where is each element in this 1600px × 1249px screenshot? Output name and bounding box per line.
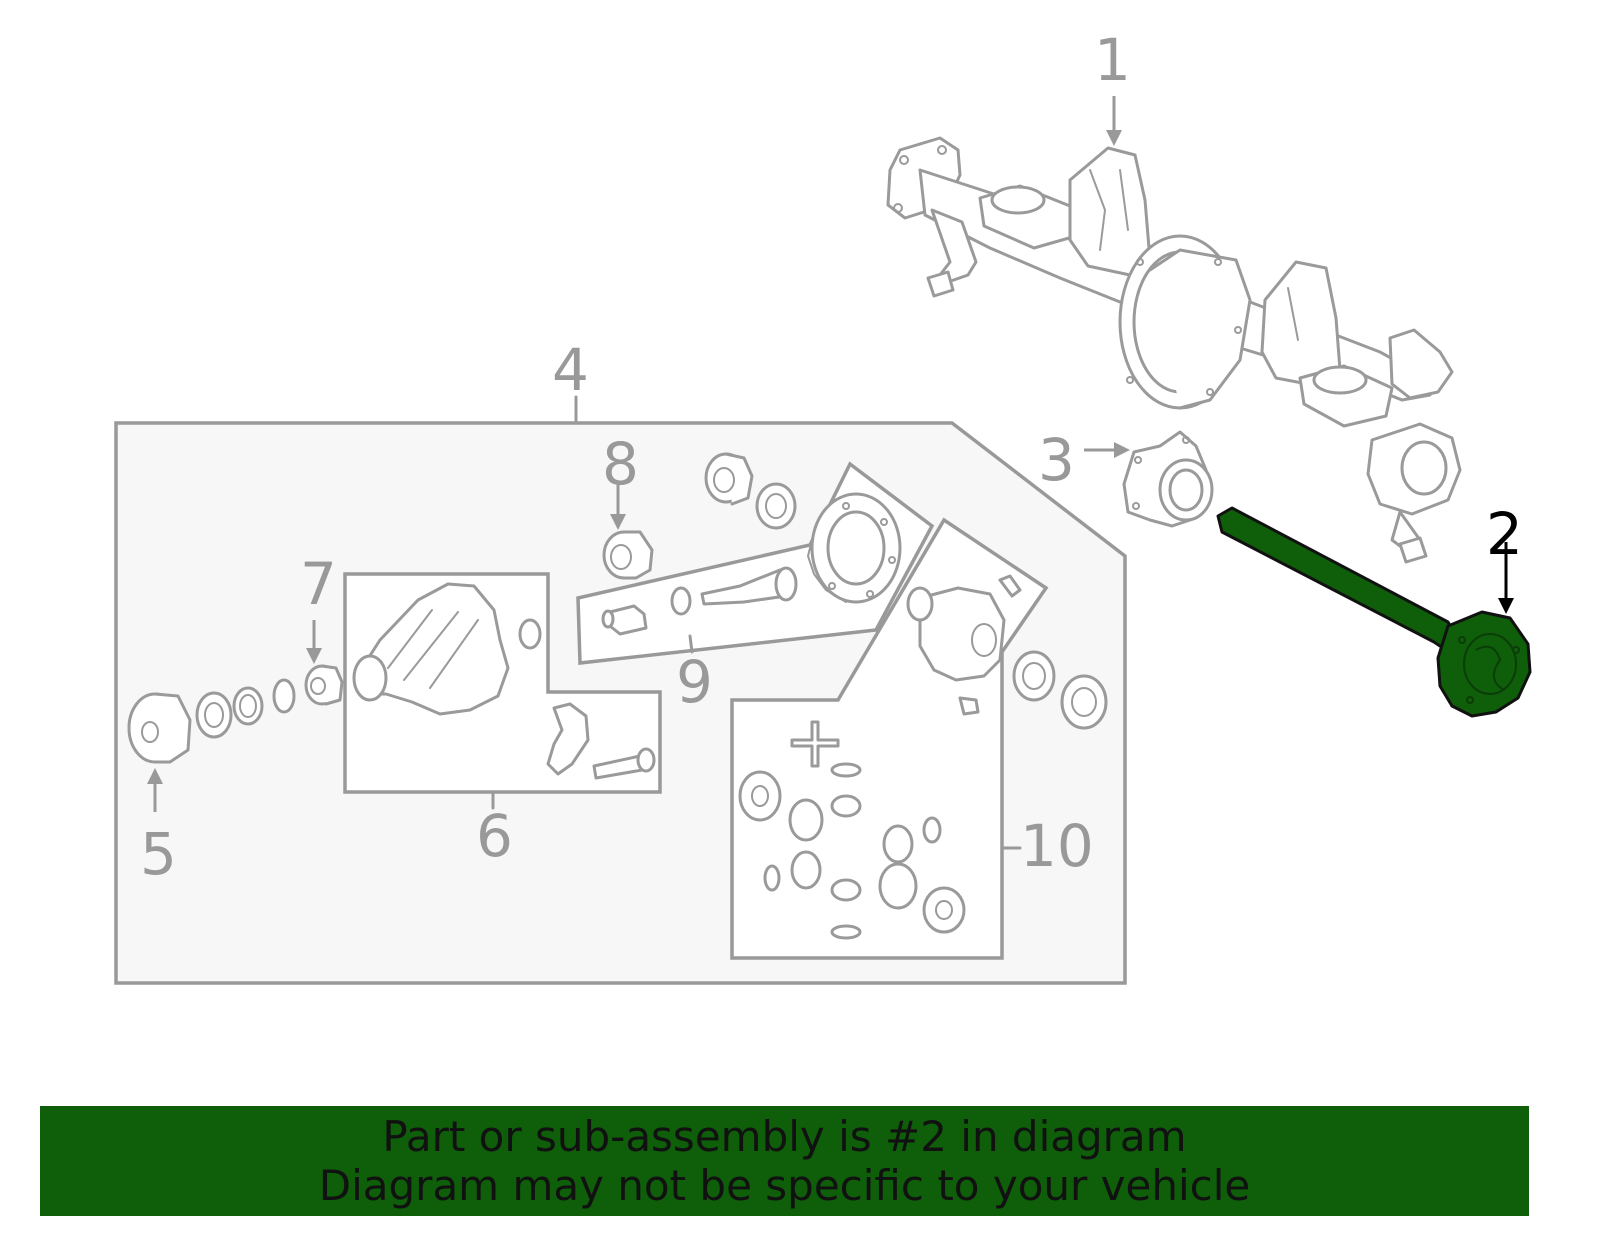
callout-9: 9 bbox=[676, 648, 713, 716]
hub-bearing-part-3[interactable] bbox=[1122, 430, 1214, 528]
pinion-bearing-part-8[interactable] bbox=[602, 530, 654, 580]
banner-part-line: Part or sub-assembly is #2 in diagram bbox=[382, 1112, 1187, 1161]
differential-bearing-group-top[interactable] bbox=[704, 452, 797, 530]
callout-10: 10 bbox=[1020, 812, 1094, 880]
axle-housing-part-1[interactable] bbox=[886, 136, 1462, 564]
ring-pinion-part-9[interactable] bbox=[601, 492, 902, 636]
callout-8: 8 bbox=[602, 430, 639, 498]
callout-7: 7 bbox=[300, 550, 337, 618]
callout-1: 1 bbox=[1094, 26, 1131, 94]
part-info-banner: Part or sub-assembly is #2 in diagram Di… bbox=[40, 1106, 1529, 1216]
differential-case-part-10[interactable] bbox=[738, 574, 1108, 940]
callout-2: 2 bbox=[1486, 500, 1523, 568]
pinion-seal-group[interactable] bbox=[195, 678, 296, 739]
pinion-nut-part-7[interactable] bbox=[304, 664, 344, 706]
companion-flange-part-5[interactable] bbox=[127, 692, 192, 764]
callout-4: 4 bbox=[552, 336, 589, 404]
callout-5: 5 bbox=[140, 820, 177, 888]
callout-6: 6 bbox=[476, 802, 513, 870]
banner-disclaimer-line: Diagram may not be specific to your vehi… bbox=[318, 1161, 1251, 1210]
callout-3: 3 bbox=[1038, 426, 1075, 494]
carrier-housing-part-6[interactable] bbox=[352, 582, 656, 780]
callout-arrows bbox=[147, 96, 1514, 812]
axle-shaft-part-2[interactable] bbox=[1216, 506, 1532, 718]
